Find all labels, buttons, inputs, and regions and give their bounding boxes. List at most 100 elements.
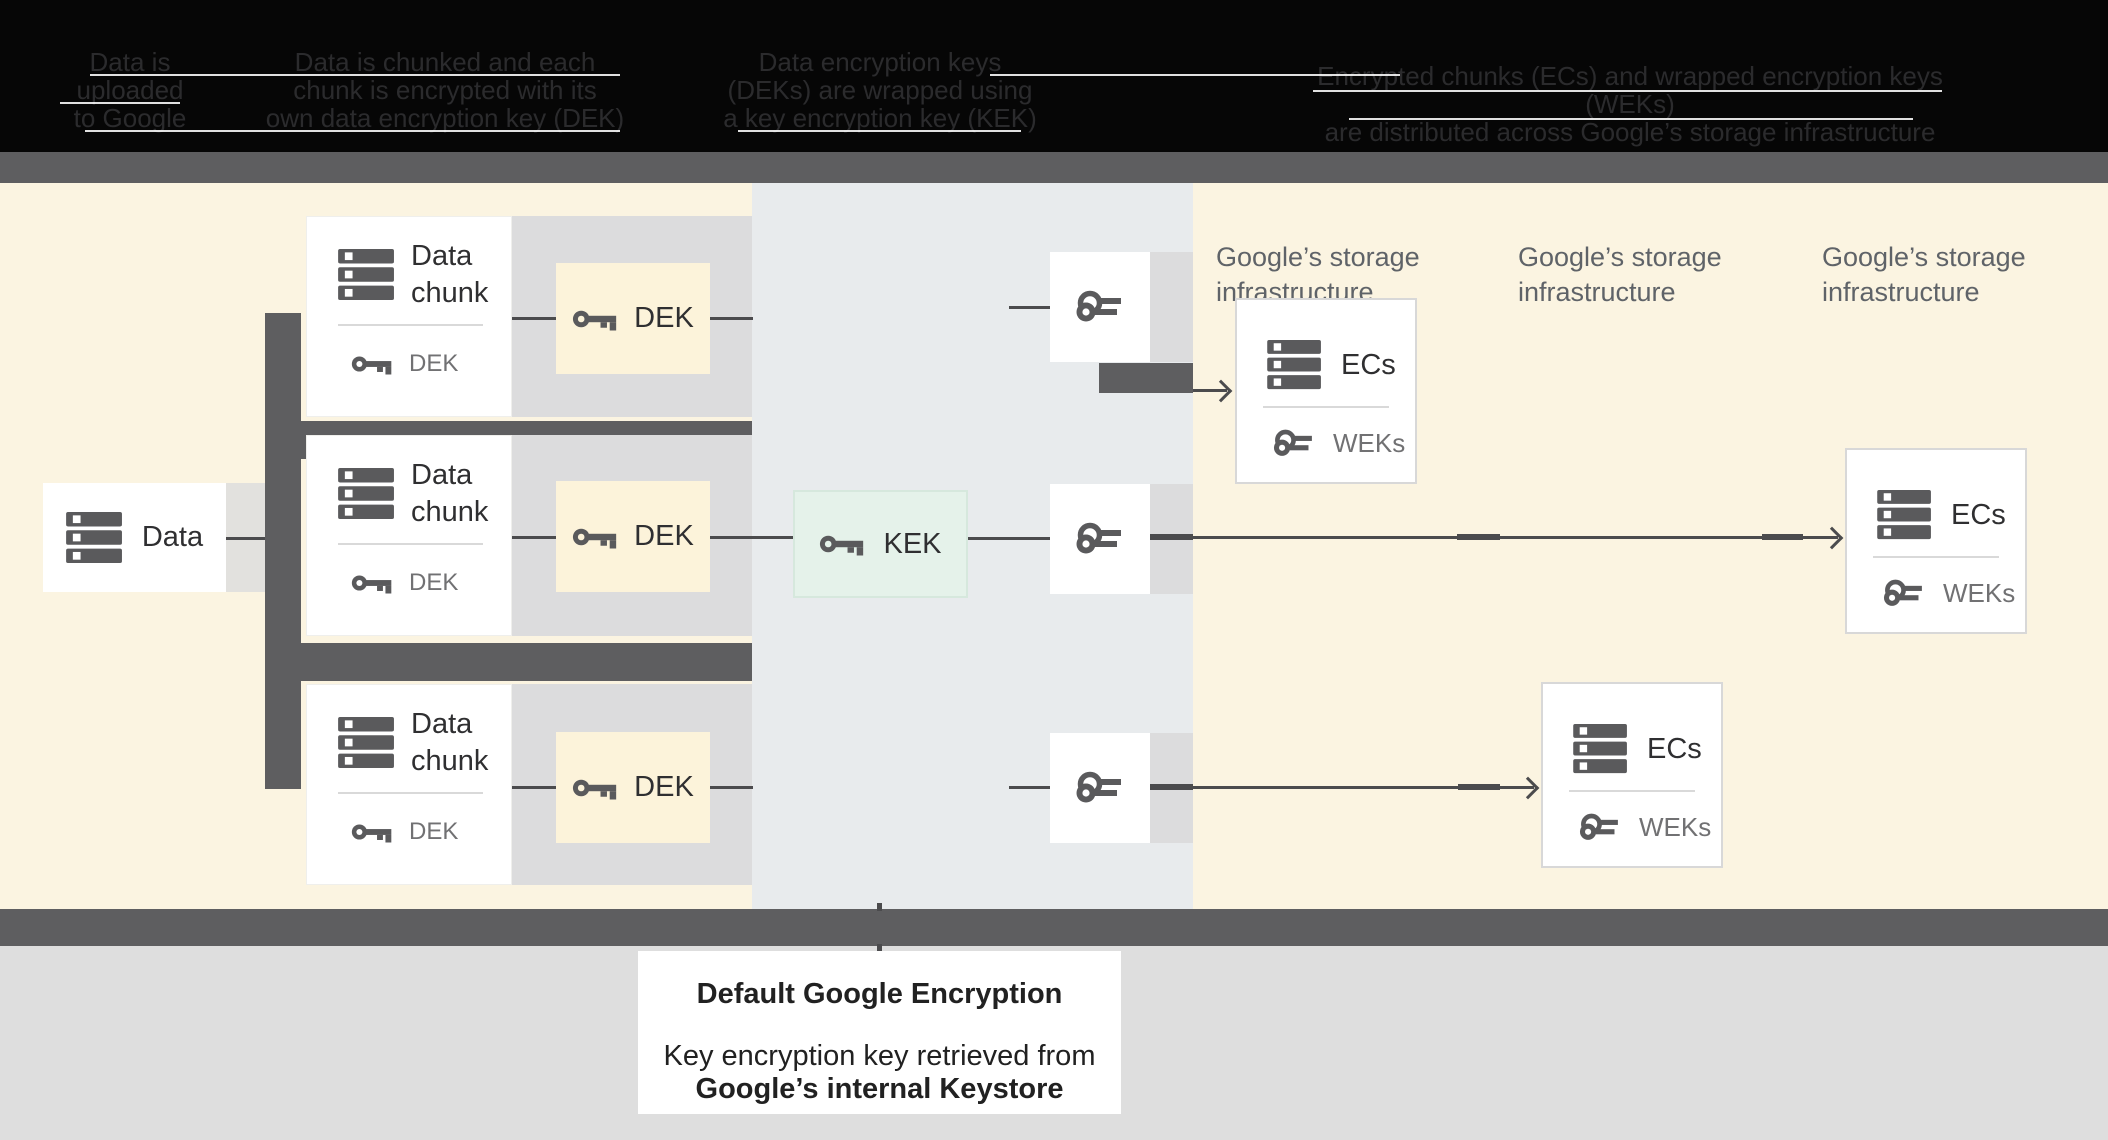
- artifact-streak: [85, 130, 620, 132]
- wrap-band-1: [1150, 252, 1193, 362]
- connector-line: [710, 317, 753, 320]
- wek-row: WEKs: [1577, 812, 1711, 843]
- wek-label: WEKs: [1333, 428, 1406, 458]
- double-key-icon: [1883, 579, 1922, 606]
- caption-title: Default Google Encryption: [696, 978, 1063, 1010]
- chunk-dek-label: DEK: [409, 569, 459, 596]
- data-box: Data: [43, 483, 226, 592]
- ec-label: ECs: [1647, 732, 1702, 765]
- caption-line-1: Key encryption key retrieved from: [663, 1040, 1096, 1072]
- dek-box-3: DEK: [556, 732, 710, 843]
- connector-line: [710, 786, 753, 789]
- wrap-key-box-1: [1050, 252, 1150, 362]
- double-key-icon: [1076, 290, 1121, 322]
- data-box-label: Data: [141, 521, 204, 553]
- top-divider-band: [0, 152, 2108, 183]
- arrow-bold-segment: [1457, 534, 1500, 540]
- arrow-bold-segment: [1150, 534, 1193, 540]
- double-key-icon: [1076, 522, 1121, 554]
- connector-line: [512, 536, 556, 539]
- chunk-dek-row: DEK: [351, 350, 458, 378]
- storage-label-line2: infrastructure: [1518, 277, 1676, 307]
- step-3-line-2: (DEKs) are wrapped using: [727, 75, 1033, 105]
- arrow-bold-segment: [1458, 784, 1500, 790]
- step-4-text: Encrypted chunks (ECs) and wrapped encry…: [1290, 62, 1970, 146]
- data-chunk-card-2: Data chunk DEK: [306, 435, 512, 636]
- database-icon: [1877, 490, 1931, 540]
- ec-divider: [1263, 406, 1389, 408]
- chunk-title: Data chunk: [411, 706, 488, 780]
- double-key-icon: [1579, 813, 1618, 840]
- chunk-dek-label: DEK: [409, 350, 459, 377]
- wrap-entry-line-1: [1009, 306, 1050, 309]
- wrap-key-box-2: [1050, 484, 1150, 594]
- chunk-title-line1: Data: [411, 240, 473, 272]
- card-divider: [338, 324, 483, 326]
- caption-leader-tick-top: [877, 903, 882, 911]
- database-icon: [338, 249, 394, 301]
- arrow-line-3: [1150, 786, 1534, 789]
- key-icon: [351, 356, 392, 375]
- key-icon: [351, 824, 392, 843]
- ec-row: ECs: [1573, 724, 1702, 774]
- step-2-line-3: own data encryption key (DEK): [265, 103, 625, 133]
- wek-row: WEKs: [1271, 428, 1405, 459]
- ec-row: ECs: [1877, 490, 2006, 540]
- double-key-icon: [1273, 429, 1312, 456]
- chunk-title: Data chunk: [411, 238, 488, 312]
- ec-box-1: ECs WEKs: [1235, 298, 1417, 484]
- ec-label: ECs: [1341, 348, 1396, 381]
- key-icon: [573, 310, 617, 330]
- database-icon: [65, 511, 122, 563]
- chunk-title-line1: Data: [411, 708, 473, 740]
- connector-line: [512, 317, 556, 320]
- storage-label-line1: Google’s storage: [1518, 242, 1722, 272]
- key-icon: [351, 575, 392, 594]
- arrow-line-1: [1193, 389, 1227, 392]
- arrow-bold-segment: [1762, 534, 1803, 540]
- wek-row: WEKs: [1881, 578, 2015, 609]
- artifact-streak: [60, 102, 180, 104]
- database-icon: [1267, 340, 1321, 390]
- ec-row: ECs: [1267, 340, 1396, 390]
- step-2-text: Data is chunked and each chunk is encryp…: [240, 48, 650, 132]
- wek-output-bar: [1099, 363, 1193, 393]
- wrap-entry-line-3: [1009, 786, 1050, 789]
- step-4-line-2: are distributed across Google’s storage …: [1324, 117, 1936, 147]
- data-connector-line: [226, 537, 265, 540]
- database-icon: [1573, 724, 1627, 774]
- chunk-dek-label: DEK: [409, 818, 459, 845]
- dek-box-label: DEK: [634, 771, 694, 803]
- chunk-dek-row: DEK: [351, 569, 458, 597]
- chunk-title-line2: chunk: [411, 277, 489, 309]
- caption-line-2: Google’s internal Keystore: [695, 1073, 1064, 1105]
- chunk-title: Data chunk: [411, 457, 488, 531]
- chunk-dek-row: DEK: [351, 818, 458, 846]
- row-separator-bar-2: [265, 643, 752, 681]
- step-4-line-1: Encrypted chunks (ECs) and wrapped encry…: [1317, 61, 1943, 119]
- ec-divider: [1569, 790, 1695, 792]
- storage-label-2: Google’s storage infrastructure: [1518, 240, 1722, 310]
- ec-box-3: ECs WEKs: [1541, 682, 1723, 868]
- step-3-line-3: a key encryption key (KEK): [723, 103, 1037, 133]
- step-1-text: Data is uploaded to Google: [30, 48, 230, 132]
- chunk-title-line2: chunk: [411, 745, 489, 777]
- step-1-line-2: uploaded: [76, 75, 184, 105]
- data-chunk-card-1: Data chunk DEK: [306, 216, 512, 417]
- step-2-line-1: Data is chunked and each: [294, 47, 596, 77]
- database-icon: [338, 717, 394, 769]
- wrap-key-box-3: [1050, 733, 1150, 843]
- ec-label: ECs: [1951, 498, 2006, 531]
- kek-box: KEK: [793, 490, 968, 598]
- artifact-streak: [1349, 118, 1913, 120]
- ec-box-2: ECs WEKs: [1845, 448, 2027, 634]
- artifact-streak: [990, 74, 1400, 76]
- dek-box-label: DEK: [634, 302, 694, 334]
- step-1-line-3: to Google: [73, 103, 187, 133]
- storage-label-3: Google’s storage infrastructure: [1822, 240, 2026, 310]
- key-icon: [573, 779, 617, 799]
- chunk-title-line1: Data: [411, 459, 473, 491]
- dek-box-label: DEK: [634, 520, 694, 552]
- card-divider: [338, 792, 483, 794]
- chunk-title-line2: chunk: [411, 496, 489, 528]
